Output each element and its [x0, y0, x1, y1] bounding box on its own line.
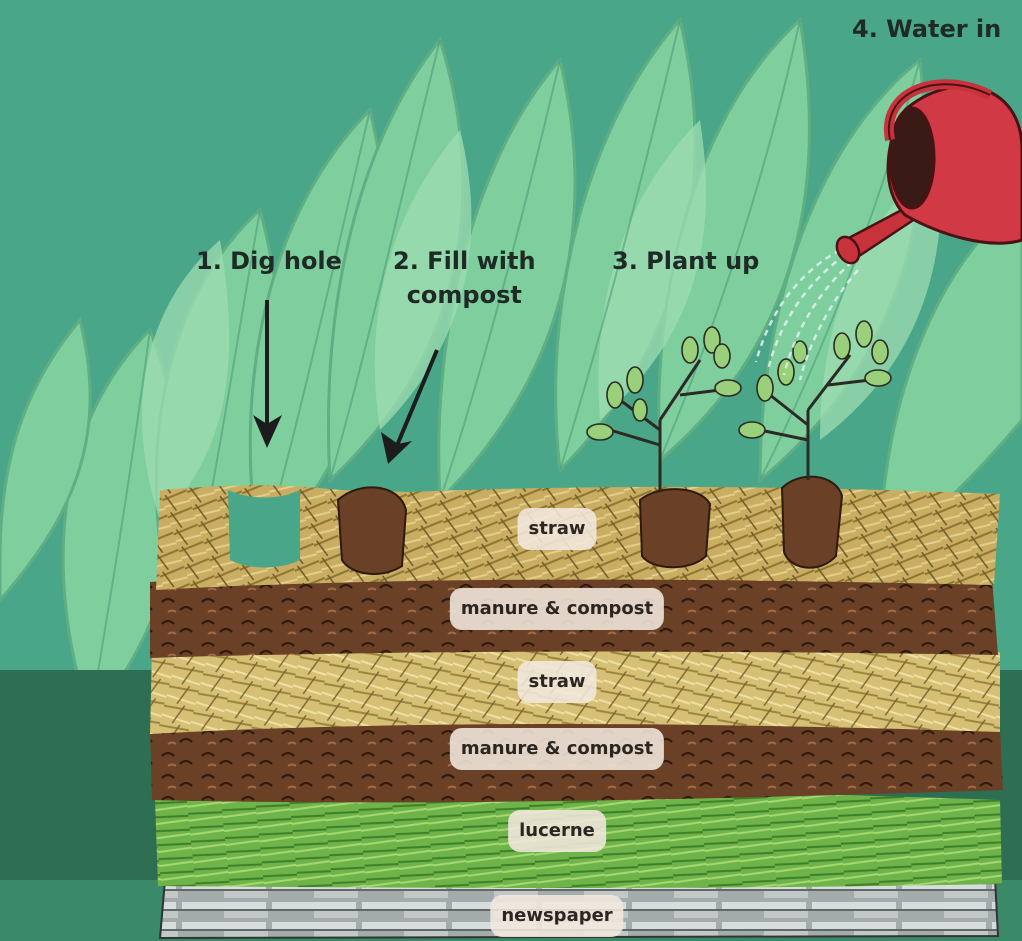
step-fill-compost-label: 2. Fill with compost [393, 244, 536, 312]
step-plant-up-text: 3. Plant up [612, 244, 759, 278]
layer-label-lucerne: lucerne [508, 810, 606, 852]
step-fill-line-1: 2. Fill with [393, 244, 536, 278]
step-water-in-label: 4. Water in [852, 12, 1001, 46]
layer-label-newspaper: newspaper [490, 895, 623, 937]
step-plant-up-label: 3. Plant up [612, 244, 759, 278]
step-dig-hole-label: 1. Dig hole [196, 244, 342, 278]
layer-label-manure-compost-lower: manure & compost [450, 728, 664, 770]
layer-label-straw-top: straw [518, 508, 597, 550]
compost-fill [338, 487, 406, 574]
layer-label-straw-middle: straw [518, 661, 597, 703]
layer-label-manure-compost-top: manure & compost [450, 588, 664, 630]
step-water-in-text: 4. Water in [852, 12, 1001, 46]
step-dig-hole-text: 1. Dig hole [196, 244, 342, 278]
step-fill-line-2: compost [393, 278, 536, 312]
